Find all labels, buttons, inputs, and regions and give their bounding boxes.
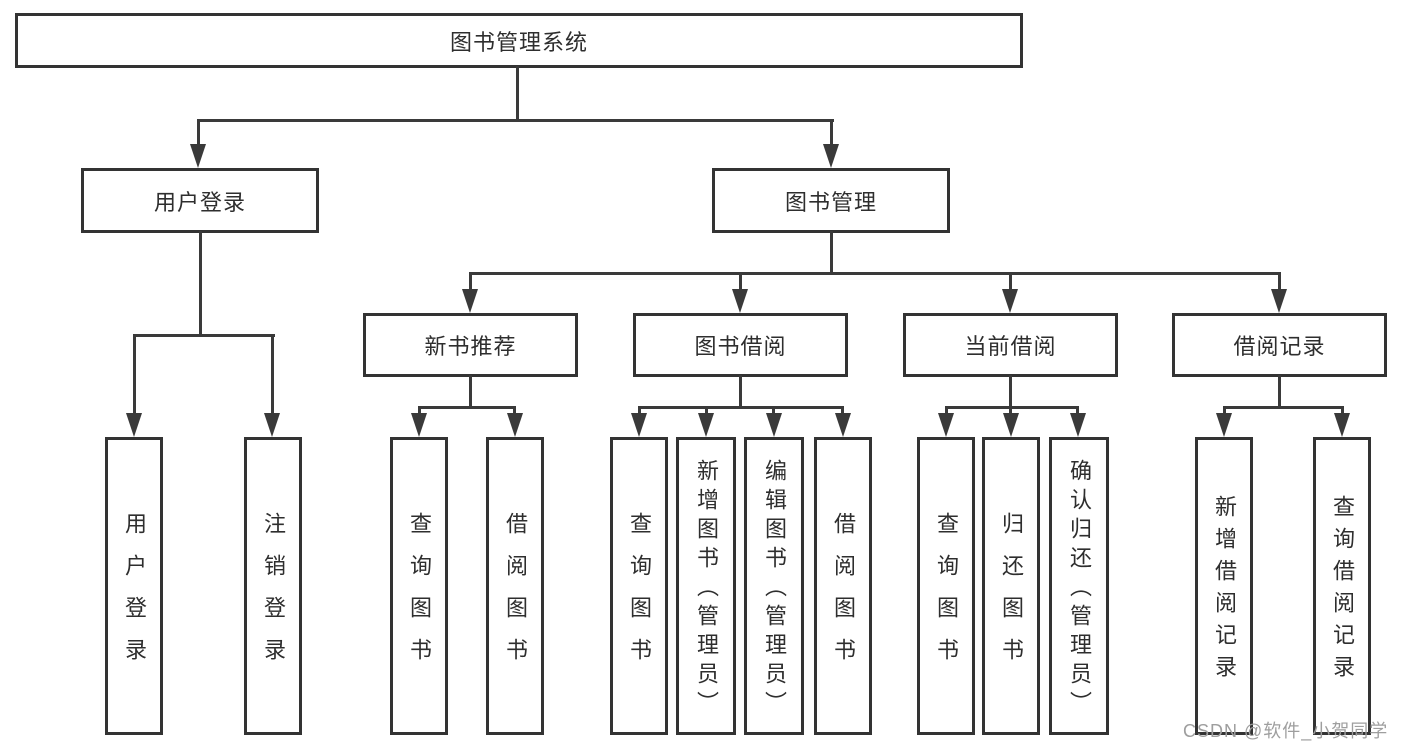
connector-line	[1278, 375, 1281, 408]
connector-line	[945, 406, 1079, 409]
arrowhead	[732, 289, 748, 313]
leaf-label: 归还图书	[999, 512, 1024, 680]
leaf-label: 借阅图书	[503, 512, 528, 680]
connector-line	[841, 406, 844, 415]
connector-line	[1009, 406, 1012, 415]
arrowhead	[938, 413, 954, 437]
arrowhead	[823, 144, 839, 168]
leaf-return-books: 归还图书	[982, 437, 1040, 735]
connector-line	[271, 334, 274, 415]
connector-line	[197, 119, 834, 122]
connector-line	[945, 406, 948, 415]
leaf-label: 新增借阅记录	[1212, 495, 1237, 687]
node-book-borrowing: 图书借阅	[633, 313, 848, 377]
node-label: 当前借阅	[964, 334, 1057, 359]
leaf-query-books-borrowing: 查询图书	[610, 437, 668, 735]
connector-line	[197, 119, 200, 147]
connector-line	[638, 406, 844, 409]
node-new-book-recommendation: 新书推荐	[363, 313, 578, 377]
leaf-label: 借阅图书	[831, 512, 856, 680]
node-book-management: 图书管理	[712, 168, 950, 233]
node-label: 新书推荐	[424, 334, 517, 359]
connector-line	[469, 272, 472, 291]
connector-line	[705, 406, 708, 415]
connector-line	[638, 406, 641, 415]
connector-line	[1009, 375, 1012, 408]
connector-line	[418, 406, 421, 415]
leaf-label: 编辑图书（管理员）	[762, 459, 787, 720]
connector-line	[133, 334, 275, 337]
arrowhead	[631, 413, 647, 437]
leaf-add-book-admin: 新增图书（管理员）	[676, 437, 736, 735]
arrowhead	[1216, 413, 1232, 437]
leaf-query-books-current: 查询图书	[917, 437, 975, 735]
leaf-label: 新增图书（管理员）	[694, 459, 719, 720]
node-user-login: 用户登录	[81, 168, 319, 233]
leaf-label: 查询借阅记录	[1330, 495, 1355, 687]
leaf-query-borrow-record: 查询借阅记录	[1313, 437, 1371, 735]
leaf-label: 查询图书	[407, 512, 432, 680]
arrowhead	[1271, 289, 1287, 313]
connector-line	[739, 272, 742, 291]
leaf-user-login: 用户登录	[105, 437, 163, 735]
connector-line	[199, 231, 202, 336]
leaf-label: 查询图书	[934, 512, 959, 680]
arrowhead	[1003, 413, 1019, 437]
arrowhead	[507, 413, 523, 437]
leaf-borrow-books-recommend: 借阅图书	[486, 437, 544, 735]
arrowhead	[462, 289, 478, 313]
connector-line	[830, 231, 833, 275]
connector-line	[1341, 406, 1344, 415]
leaf-edit-book-admin: 编辑图书（管理员）	[744, 437, 804, 735]
leaf-label: 注销登录	[261, 512, 286, 680]
connector-line	[830, 119, 833, 147]
connector-line	[469, 272, 1281, 275]
connector-line	[133, 334, 136, 415]
leaf-borrow-books-borrowing: 借阅图书	[814, 437, 872, 735]
arrowhead	[411, 413, 427, 437]
arrowhead	[264, 413, 280, 437]
connector-line	[513, 406, 516, 415]
leaf-label: 确认归还（管理员）	[1067, 459, 1092, 720]
connector-line	[1223, 406, 1344, 409]
leaf-add-borrow-record: 新增借阅记录	[1195, 437, 1253, 735]
arrowhead	[190, 144, 206, 168]
arrowhead	[1070, 413, 1086, 437]
connector-line	[772, 406, 775, 415]
node-label: 图书借阅	[694, 334, 787, 359]
node-current-borrowing: 当前借阅	[903, 313, 1118, 377]
arrowhead	[835, 413, 851, 437]
arrowhead	[1334, 413, 1350, 437]
connector-line	[418, 406, 516, 409]
connector-line	[516, 66, 519, 121]
arrowhead	[126, 413, 142, 437]
node-label: 图书管理	[784, 189, 877, 215]
connector-line	[1278, 272, 1281, 291]
arrowhead	[698, 413, 714, 437]
arrowhead	[766, 413, 782, 437]
node-library-management-system: 图书管理系统	[15, 13, 1023, 68]
watermark: CSDN @软件_小贺同学	[1183, 721, 1389, 741]
connector-line	[1223, 406, 1226, 415]
leaf-confirm-return-admin: 确认归还（管理员）	[1049, 437, 1109, 735]
connector-line	[469, 375, 472, 408]
leaf-query-books-recommend: 查询图书	[390, 437, 448, 735]
node-label: 图书管理系统	[449, 29, 588, 55]
node-label: 借阅记录	[1233, 334, 1326, 359]
connector-line	[1009, 272, 1012, 291]
node-label: 用户登录	[153, 189, 246, 215]
arrowhead	[1002, 289, 1018, 313]
leaf-label: 查询图书	[627, 512, 652, 680]
connector-line	[739, 375, 742, 408]
leaf-label: 用户登录	[122, 512, 147, 680]
node-borrowing-records: 借阅记录	[1172, 313, 1387, 377]
leaf-logout: 注销登录	[244, 437, 302, 735]
connector-line	[1076, 406, 1079, 415]
